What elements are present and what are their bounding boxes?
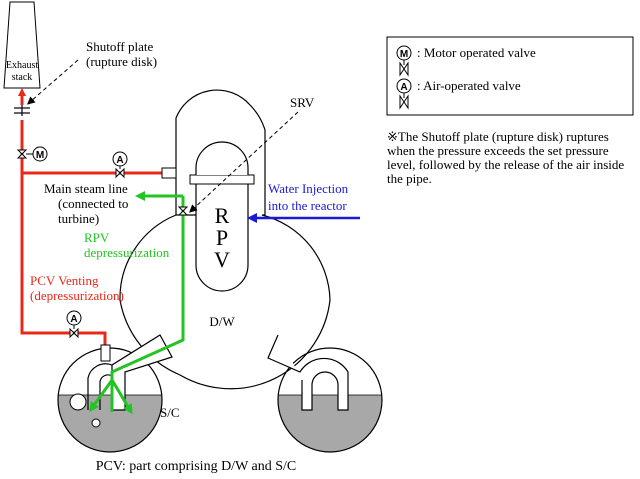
water-injection-label-2: into the reactor (268, 198, 347, 213)
sc-label: S/C (160, 405, 180, 420)
steam-line-nozzle (161, 167, 177, 179)
shutoff-plate-label-2: (rupture disk) (86, 54, 157, 69)
rpv-letter-r: R (215, 203, 230, 228)
motor-valve-vent: M (16, 146, 48, 162)
note-line-3: level, followed by the release of the ai… (387, 157, 624, 172)
legend-air-letter: A (400, 82, 407, 93)
rpv-depressurization-path (89, 191, 185, 415)
legend-air-valve-icon: A (396, 78, 412, 110)
exhaust-stack-label-2: stack (12, 72, 33, 83)
legend-motor-valve-icon: M (396, 45, 412, 77)
srv-label: SRV (290, 95, 315, 110)
rpv-letter-v: V (214, 247, 230, 272)
legend-motor-text: : Motor operated valve (417, 45, 536, 60)
main-steam-label-1: Main steam line (44, 181, 128, 196)
legend-motor-letter: M (400, 49, 408, 60)
bottom-caption: PCV: part comprising D/W and S/C (96, 459, 297, 474)
air-valve-upper: A (112, 151, 128, 179)
legend-air-text: : Air-operated valve (417, 78, 521, 93)
main-steam-label-3: turbine) (58, 211, 99, 226)
note-line-2: when the pressure exceeds the set pressu… (387, 143, 609, 158)
rupture-disk-note: ※The Shutoff plate (rupture disk) ruptur… (387, 129, 624, 186)
srv-leader (189, 111, 299, 213)
shutoff-plate-leader (26, 59, 79, 105)
pcv-venting-label-1: PCV Venting (30, 273, 99, 288)
rpv-depressurization-label-2: depressurization (84, 245, 170, 260)
rpv-letter-p: P (216, 225, 228, 250)
note-line-4: the pipe. (387, 171, 432, 186)
vent-line (18, 88, 162, 348)
reactor-pressure-vessel: R P V (189, 141, 255, 292)
motor-valve-vent-letter: M (36, 150, 44, 161)
rupture-disk (14, 105, 30, 116)
water-injection-label-1: Water Injection (268, 181, 349, 196)
legend: M : Motor operated valve A : Air-operate… (386, 36, 634, 116)
air-valve-lower: A (66, 310, 82, 339)
exhaust-stack: Exhaust stack (3, 1, 41, 89)
exhaust-stack-label-1: Exhaust (6, 60, 38, 71)
air-valve-upper-letter: A (116, 155, 123, 166)
main-steam-label-2: (connected to (58, 196, 128, 211)
shutoff-plate-label-1: Shutoff plate (86, 39, 154, 54)
srv-valve (177, 206, 189, 216)
dw-label: D/W (209, 314, 235, 329)
pcv-venting-label-2: (depressurization) (30, 288, 124, 303)
rpv-depressurization-label-1: RPV (84, 230, 110, 245)
suppression-chamber-right (267, 334, 383, 453)
air-valve-lower-letter: A (70, 314, 77, 325)
note-line-1: ※The Shutoff plate (rupture disk) ruptur… (387, 129, 609, 144)
